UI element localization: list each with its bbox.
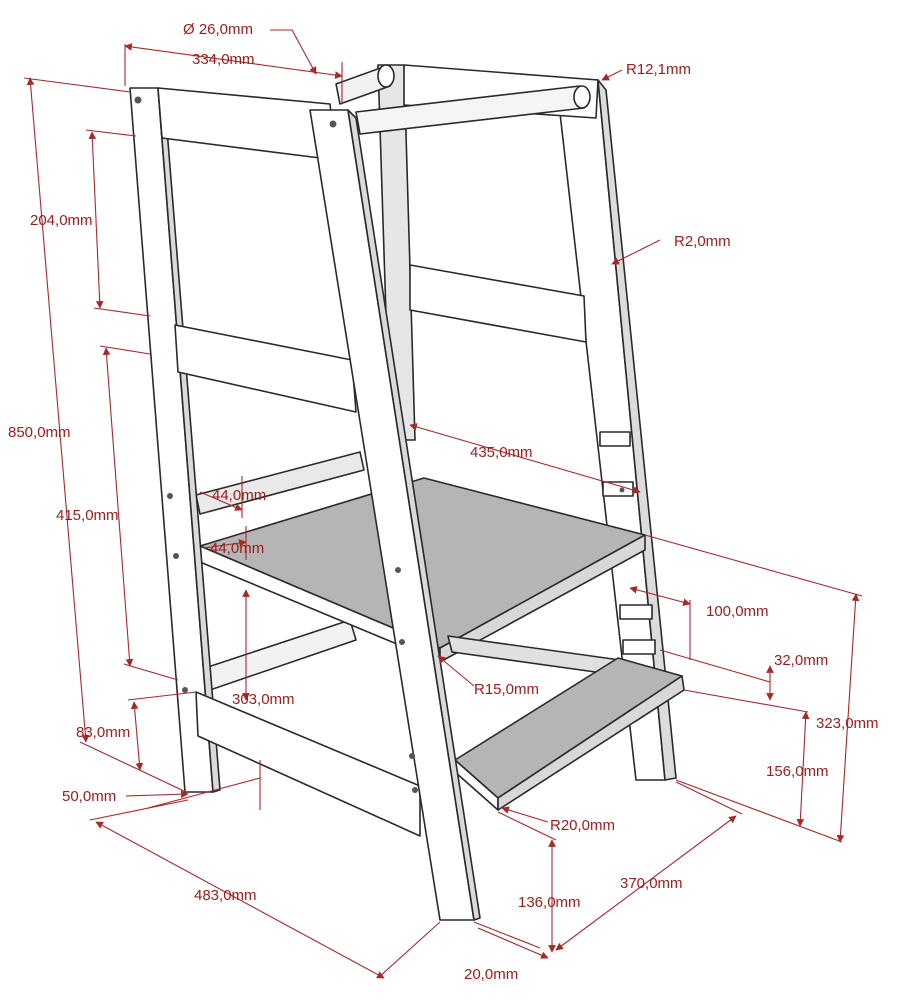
label-base-width: 483,0mm	[194, 887, 257, 904]
slot-1	[599, 431, 631, 447]
front-frame	[129, 87, 625, 921]
lower-rear-rail	[204, 619, 357, 691]
label-lower-rail-height: 83,0mm	[76, 724, 131, 741]
label-platform-depth: 435,0mm	[470, 444, 533, 461]
label-slot-a: 44,0mm	[212, 487, 267, 504]
label-side-height: 323,0mm	[816, 715, 879, 732]
label-platform-corner-radius: R15,0mm	[474, 681, 540, 698]
label-slot-b: 44,0mm	[210, 540, 265, 557]
label-step-height: 156,0mm	[766, 763, 829, 780]
slot-4	[622, 639, 656, 655]
label-step-slot: 32,0mm	[774, 652, 829, 669]
label-step-depth: 370,0mm	[620, 875, 683, 892]
step	[447, 635, 685, 811]
front-right-post-side	[347, 109, 481, 921]
label-upper-gap: 204,0mm	[30, 212, 93, 229]
top-rails	[335, 64, 591, 135]
label-step-bottom-height: 136,0mm	[518, 894, 581, 911]
front-middle-rung	[174, 324, 357, 413]
label-lower-rail-gap: 303,0mm	[232, 691, 295, 708]
label-leg-thickness: 50,0mm	[62, 788, 117, 805]
label-total-height: 850,0mm	[8, 424, 71, 441]
label-step-offset: 100,0mm	[706, 603, 769, 620]
label-rail-diameter: Ø 26,0mm	[183, 21, 254, 38]
dimension-lines	[23, 29, 863, 979]
back-middle-rung	[409, 264, 587, 343]
label-top-radius: R12,1mm	[626, 61, 692, 78]
label-top-width: 334,0mm	[192, 51, 255, 68]
platform-back-lip	[195, 451, 365, 515]
label-edge-radius: R2,0mm	[674, 233, 731, 250]
label-board-thickness: 20,0mm	[464, 966, 519, 983]
front-top-board	[157, 87, 337, 161]
label-platform-height: 415,0mm	[56, 507, 119, 524]
label-step-corner-radius: R20,0mm	[550, 817, 616, 834]
slot-3	[619, 604, 653, 620]
screws	[134, 96, 625, 793]
front-bottom-rung	[195, 691, 421, 837]
